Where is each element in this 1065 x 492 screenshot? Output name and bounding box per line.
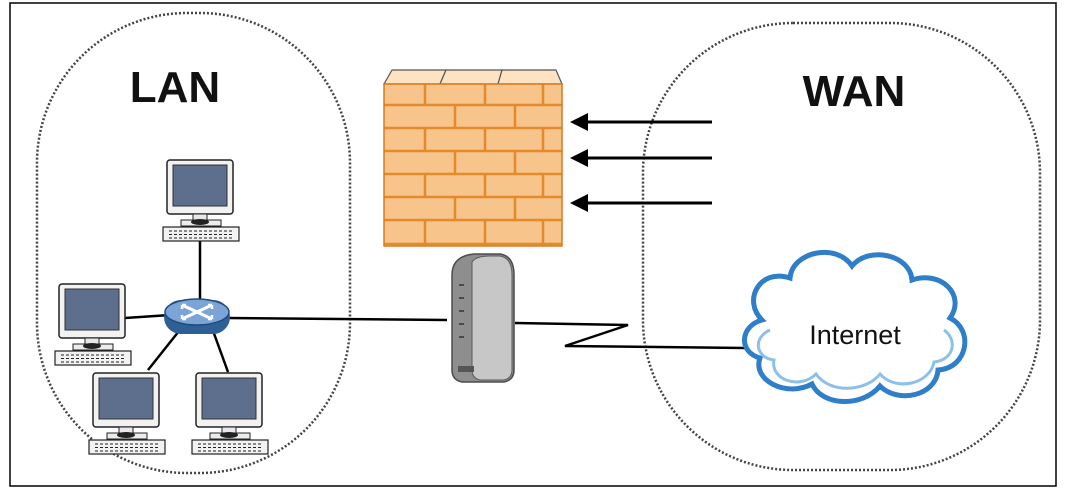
zyxel-router-device-icon [451, 253, 515, 383]
network-hub-icon [164, 298, 230, 334]
internet-label: Internet [809, 320, 901, 350]
internet-cloud-icon [742, 249, 968, 404]
lan-label: LAN [130, 63, 220, 112]
wan-zone [641, 21, 1042, 472]
lan-zone [35, 11, 352, 475]
desktop-computer-icon [191, 372, 269, 455]
brick-wall-firewall-icon [382, 69, 563, 247]
incoming-traffic-arrows [570, 113, 712, 212]
lan-cables [124, 235, 448, 373]
desktop-computer-icon [88, 372, 166, 455]
diagram-frame [9, 2, 1057, 487]
desktop-computer-icon [54, 283, 132, 366]
desktop-computer-icon [162, 159, 240, 242]
wan-link-cable [514, 321, 746, 350]
wan-label: WAN [803, 67, 906, 116]
